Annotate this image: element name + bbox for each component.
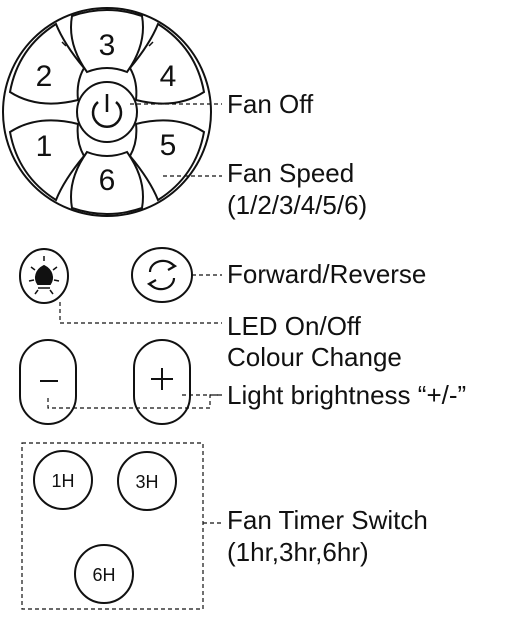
timer-6h-label: 6H xyxy=(92,565,115,585)
speed-key-4[interactable] xyxy=(128,22,206,105)
timer-3h-label: 3H xyxy=(135,472,158,492)
speed-key-5[interactable] xyxy=(128,119,206,202)
callout-fan-off: Fan Off xyxy=(227,89,314,119)
speed-key-2[interactable] xyxy=(8,22,86,105)
timer-1h-button[interactable] xyxy=(33,450,93,510)
reverse-arrows-icon xyxy=(146,259,178,291)
speed-key-5-label: 5 xyxy=(160,129,177,162)
callout-fan-speed-values: (1/2/3/4/5/6) xyxy=(227,190,368,220)
brightness-minus-button[interactable] xyxy=(19,339,77,425)
callout-forward-reverse: Forward/Reverse xyxy=(227,259,427,289)
speed-key-3-label: 3 xyxy=(99,29,116,62)
callout-led: LED On/Off xyxy=(227,311,361,341)
leader-led xyxy=(59,302,222,324)
callout-timer-title: Fan Timer Switch xyxy=(227,505,428,535)
speed-key-3[interactable] xyxy=(70,9,144,74)
timer-group-frame xyxy=(21,442,204,610)
speed-dial-outer-ring xyxy=(2,7,212,217)
callout-brightness: Light brightness “+/-” xyxy=(227,380,467,410)
reverse-button[interactable] xyxy=(131,247,193,303)
speed-key-2-label: 2 xyxy=(36,60,53,93)
plus-icon xyxy=(151,368,173,390)
dial-tick xyxy=(148,41,154,47)
power-icon xyxy=(91,94,123,128)
speed-key-1[interactable] xyxy=(8,119,86,202)
callout-fan-speed-title: Fan Speed xyxy=(227,158,355,188)
led-button[interactable] xyxy=(19,248,69,304)
dial-tick xyxy=(61,41,67,47)
speed-key-4-label: 4 xyxy=(160,60,177,93)
speed-key-1-label: 1 xyxy=(36,130,53,163)
timer-1h-label: 1H xyxy=(51,471,74,491)
timer-6h-button[interactable] xyxy=(74,544,134,604)
callout-colour-change: Colour Change xyxy=(227,342,402,372)
brightness-plus-button[interactable] xyxy=(133,339,191,425)
light-bulb-icon xyxy=(28,256,60,295)
speed-key-6[interactable] xyxy=(70,150,144,215)
timer-3h-button[interactable] xyxy=(117,451,177,511)
callout-timer-values: (1hr,3hr,6hr) xyxy=(227,537,369,567)
speed-key-6-label: 6 xyxy=(99,164,116,197)
power-button[interactable] xyxy=(76,81,138,143)
